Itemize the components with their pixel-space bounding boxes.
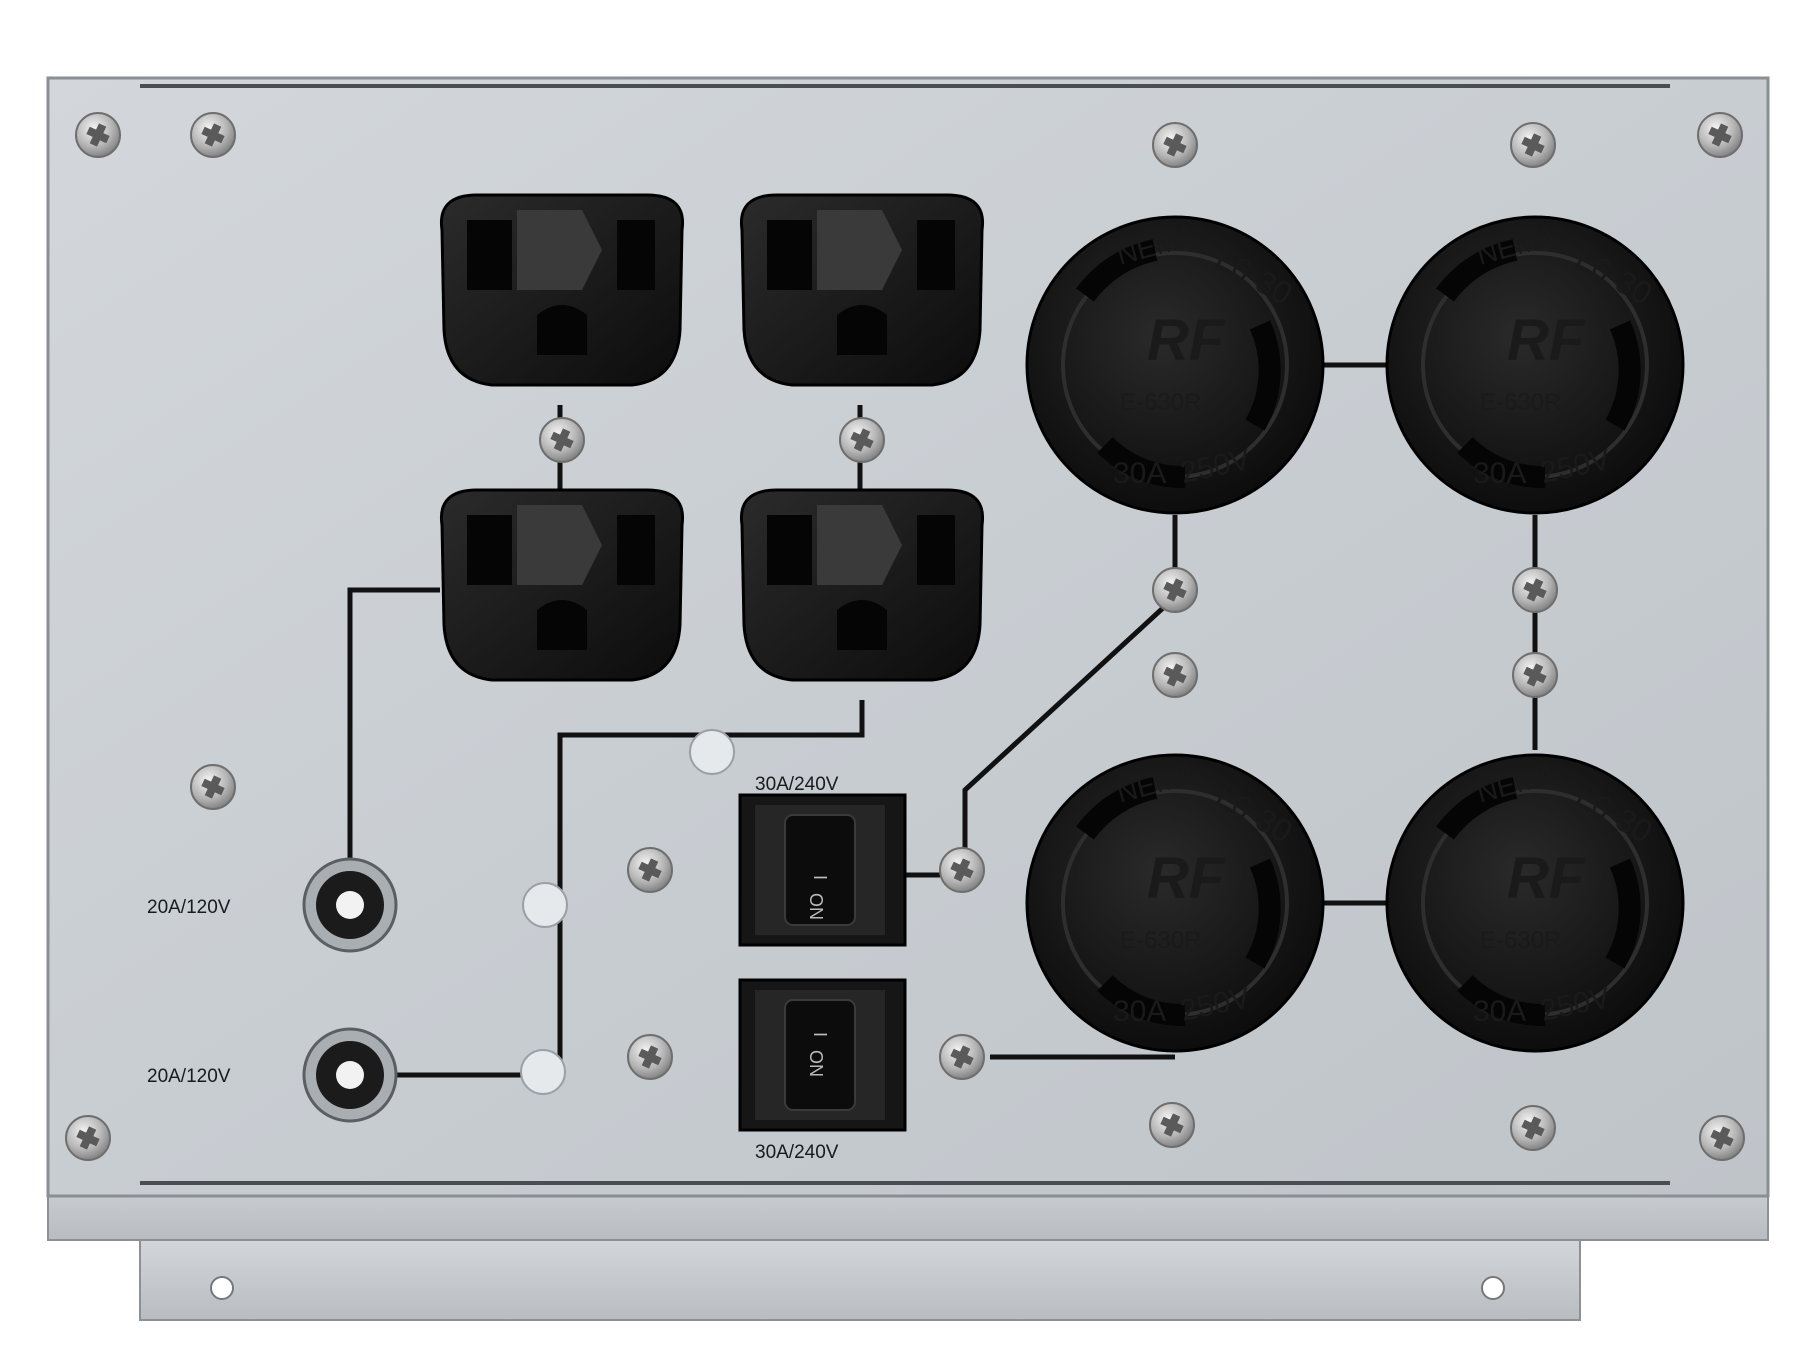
l6-30-receptacle-top-left[interactable]: NEMA L6-30 RF E-630R 30A 250V <box>1027 217 1323 513</box>
breaker-bottom-rating: 30A/240V <box>755 1142 839 1163</box>
breaker-bottom[interactable]: I ON <box>738 978 907 1132</box>
flange-hole-left <box>210 1276 234 1300</box>
fuse-button-bottom[interactable] <box>302 1027 398 1123</box>
screw-icon <box>190 112 236 158</box>
receptacle-model: E-630R <box>1120 389 1201 416</box>
screw-icon <box>1699 1115 1745 1161</box>
screw-icon <box>1510 1105 1556 1151</box>
screw-icon <box>539 417 585 463</box>
receptacle-model: E-630R <box>1480 927 1561 954</box>
receptacle-amps: 30A <box>1113 457 1166 490</box>
duplex-outlet-top-right[interactable] <box>739 193 985 387</box>
receptacle-model: E-630R <box>1120 927 1201 954</box>
fuse-button-top[interactable] <box>302 857 398 953</box>
l6-30-receptacle-top-right[interactable]: NEMA L6-30 RF E-630R 30A 250V <box>1387 217 1683 513</box>
flange-hole-right <box>1481 1276 1505 1300</box>
screw-icon <box>1512 652 1558 698</box>
receptacle-amps: 30A <box>1113 995 1166 1028</box>
breaker-on-label: ON <box>806 1050 826 1077</box>
screw-icon <box>1149 1102 1195 1148</box>
screw-icon <box>627 847 673 893</box>
screw-icon <box>839 417 885 463</box>
breaker-top-rating: 30A/240V <box>755 774 839 795</box>
screw-icon <box>939 1034 985 1080</box>
receptacle-brand: RF <box>1507 846 1586 911</box>
screw-icon <box>1152 652 1198 698</box>
screw-icon <box>1510 122 1556 168</box>
fuse-bottom-rating: 20A/120V <box>147 1066 231 1087</box>
duplex-outlet-top-left[interactable] <box>439 193 685 387</box>
breaker-on-label: ON <box>806 893 826 920</box>
duplex-outlet-bottom-left[interactable] <box>439 488 685 682</box>
receptacle-amps: 30A <box>1473 995 1526 1028</box>
mounting-hole <box>522 882 568 928</box>
receptacle-brand: RF <box>1147 308 1226 373</box>
mounting-hole <box>520 1049 566 1095</box>
l6-30-receptacle-bottom-right[interactable]: NEMA L6-30 RF E-630R 30A 250V <box>1387 755 1683 1051</box>
mounting-flange <box>139 1229 1581 1321</box>
screw-icon <box>190 764 236 810</box>
breaker-switch-mark: I <box>810 875 830 880</box>
breaker-top[interactable]: I ON <box>738 793 907 947</box>
screw-icon <box>1697 112 1743 158</box>
fuse-top-rating: 20A/120V <box>147 897 231 918</box>
duplex-outlet-bottom-right[interactable] <box>739 488 985 682</box>
screw-icon <box>75 112 121 158</box>
receptacle-model: E-630R <box>1480 389 1561 416</box>
receptacle-brand: RF <box>1147 846 1226 911</box>
receptacle-brand: RF <box>1507 308 1586 373</box>
screw-icon <box>1512 567 1558 613</box>
screw-icon <box>939 847 985 893</box>
l6-30-receptacle-bottom-left[interactable]: NEMA L6-30 RF E-630R 30A 250V <box>1027 755 1323 1051</box>
screw-icon <box>1152 567 1198 613</box>
mounting-hole <box>689 729 735 775</box>
screw-icon <box>65 1115 111 1161</box>
screw-icon <box>627 1034 673 1080</box>
receptacle-amps: 30A <box>1473 457 1526 490</box>
breaker-switch-mark: I <box>810 1032 830 1037</box>
screw-icon <box>1152 122 1198 168</box>
